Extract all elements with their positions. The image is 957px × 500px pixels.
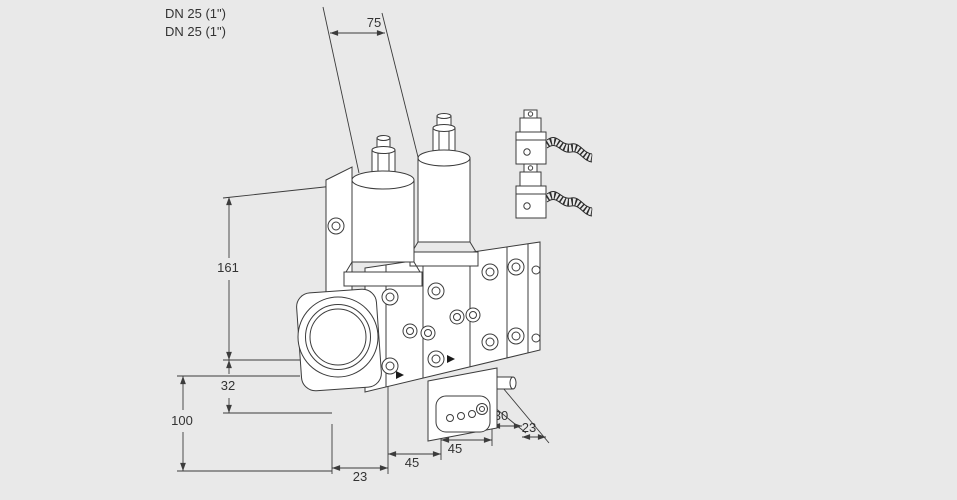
plug-screw-icon — [527, 111, 534, 117]
dim-label-23-right: 23 — [522, 420, 536, 435]
flow-direction-arrows — [396, 355, 455, 379]
dim-label-23-bottom: 23 — [353, 469, 367, 484]
inlet-flange — [296, 288, 382, 392]
flow-arrow-icon — [396, 371, 404, 379]
solenoid-cylinder-right — [409, 113, 479, 267]
dimension-100: 100 — [171, 375, 332, 472]
plug-screw-icon — [527, 165, 534, 171]
dn-label-1: DN 25 (1") — [165, 6, 226, 21]
solenoid-cylinder-left — [343, 135, 423, 287]
plug-screw-icon — [523, 202, 531, 210]
pressure-test-nipple — [496, 376, 517, 390]
dimensions: 75 161 32 100 — [171, 6, 550, 484]
cable-plug-bottom — [515, 163, 593, 219]
dim-label-32: 32 — [221, 378, 235, 393]
actuator-block — [427, 367, 498, 442]
dimension-32: 32 — [221, 360, 332, 414]
dimension-23-right: 23 — [497, 381, 550, 444]
dim-label-100: 100 — [171, 413, 193, 428]
dim-label-45-second: 45 — [448, 441, 462, 456]
valve-assembly — [296, 113, 541, 442]
dim-label-75: 75 — [367, 15, 381, 30]
plug-screw-icon — [523, 148, 531, 156]
dim-label-161: 161 — [217, 260, 239, 275]
bolt-circles — [381, 258, 541, 375]
cable-plug-top — [515, 109, 593, 165]
dim-label-45-first: 45 — [405, 455, 419, 470]
flow-arrow-icon — [447, 355, 455, 363]
dimension-75: 75 — [322, 6, 420, 174]
dimension-23-bottom: 23 — [331, 386, 389, 484]
dn-label-2: DN 25 (1") — [165, 24, 226, 39]
